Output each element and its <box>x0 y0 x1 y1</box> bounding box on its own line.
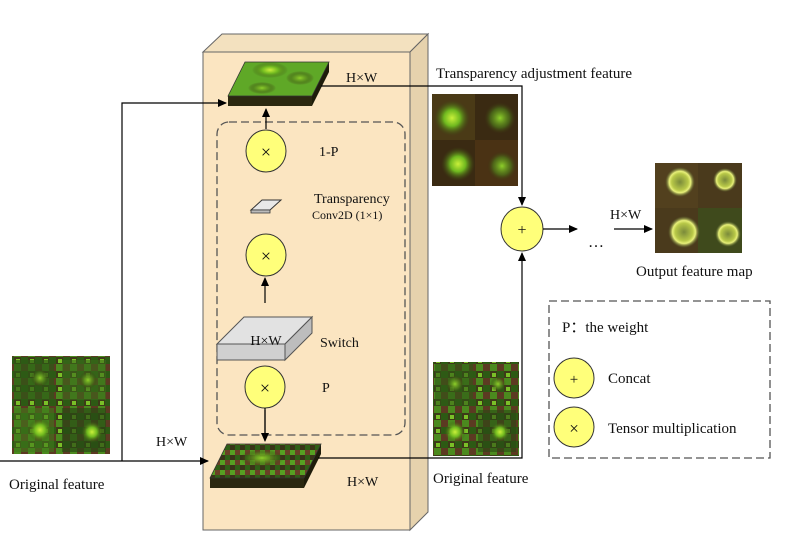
legend-title: P：the weight <box>562 320 649 336</box>
svg-text:×: × <box>569 419 579 438</box>
legend: P：the weight + Concat × Tensor multiplic… <box>548 300 771 459</box>
original-feature-slab <box>209 443 322 488</box>
svg-text:+: + <box>570 372 578 388</box>
legend-box <box>548 300 771 459</box>
module-top-face <box>201 33 430 53</box>
output-feature-map-image <box>655 163 742 253</box>
legend-concat-label: Concat <box>608 371 651 387</box>
multiply-operator-top: × <box>245 129 287 173</box>
transparency-label: Transparency <box>314 192 390 207</box>
svg-text:+: + <box>517 222 526 239</box>
hw-output-label: H×W <box>610 208 642 223</box>
legend-concat-item: + Concat <box>553 357 651 399</box>
transparency-feature-slab <box>227 61 330 106</box>
switch-hw-label: H×W <box>250 334 282 349</box>
transparency-adjustment-feature-image <box>432 94 518 186</box>
inner-dashed-region <box>216 121 406 436</box>
switch-label: Switch <box>320 336 359 351</box>
transparency-adjustment-feature-label: Transparency adjustment feature <box>436 66 632 82</box>
svg-text:×: × <box>261 246 271 266</box>
svg-text:×: × <box>261 142 271 162</box>
multiply-operator-bottom: × <box>244 365 286 409</box>
multiply-operator-middle: × <box>245 233 287 277</box>
ellipsis-label: … <box>588 234 604 251</box>
connectors <box>0 85 653 465</box>
svg-text:×: × <box>260 378 270 398</box>
hw-bottom-label: H×W <box>347 475 379 490</box>
original-feature-left-label: Original feature <box>9 477 105 493</box>
module-side-face <box>409 32 429 532</box>
original-feature-image-left <box>12 356 110 454</box>
hw-left-label: H×W <box>156 435 188 450</box>
output-feature-map-label: Output feature map <box>636 264 753 280</box>
p-label: P <box>322 381 330 396</box>
original-feature-image-right <box>433 362 519 456</box>
one-minus-p-label: 1-P <box>319 145 339 160</box>
concat-operator: + <box>500 206 544 252</box>
legend-tensor-mult-item: × Tensor multiplication <box>553 406 737 448</box>
original-feature-right-label: Original feature <box>433 471 529 487</box>
switch-slab <box>215 315 314 362</box>
hw-top-label: H×W <box>346 71 378 86</box>
legend-tensor-mult-label: Tensor multiplication <box>608 421 737 437</box>
conv2d-label: Conv2D (1×1) <box>312 208 382 222</box>
